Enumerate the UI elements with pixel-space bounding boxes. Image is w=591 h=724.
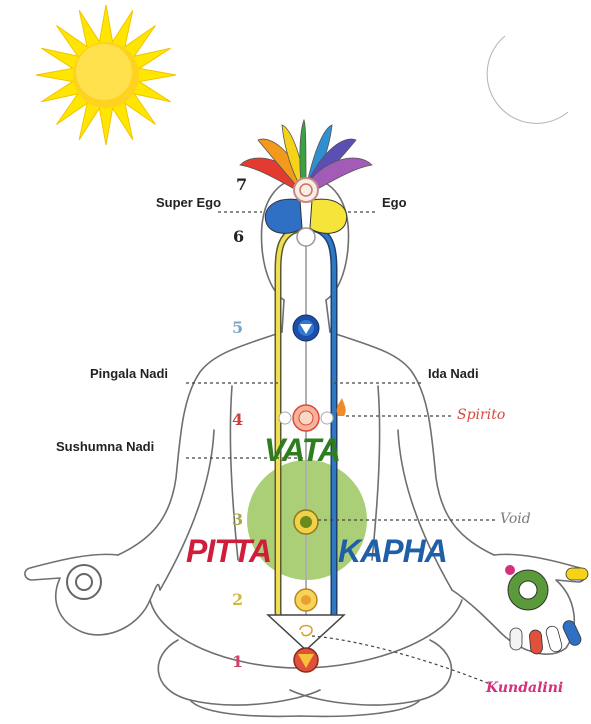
chakra-number-5: 5 [232, 318, 243, 337]
pingala-nadi-label: Pingala Nadi [90, 366, 168, 381]
right-palm-symbol [505, 565, 588, 654]
left-palm-symbol [67, 565, 101, 599]
chakra-number-3: 3 [232, 510, 243, 529]
super-ego-lobe [265, 199, 302, 233]
navel-chakra [294, 510, 318, 534]
ida-nadi-label: Ida Nadi [428, 366, 479, 381]
chakra-number-7: 7 [236, 175, 247, 194]
crown-chakra [294, 178, 318, 202]
swadisthan-chakra [295, 589, 317, 611]
moon-icon [487, 36, 568, 123]
throat-chakra [293, 315, 319, 341]
sacrum-triangle [268, 615, 344, 650]
chakra-number-1: 1 [232, 652, 243, 671]
super-ego-label: Super Ego [156, 195, 221, 210]
chakra-number-6: 6 [233, 227, 244, 246]
chakra-number-4: 4 [232, 410, 243, 429]
spirito-label: Spirito [457, 407, 505, 423]
mooladhara-chakra [294, 648, 318, 672]
chakra-number-2: 2 [232, 590, 243, 609]
ajna-chakra [297, 228, 315, 246]
vata-label: VATA [264, 432, 340, 469]
kapha-label: KAPHA [338, 533, 447, 570]
pitta-label: PITTA [186, 533, 271, 570]
kundalini-label: Kundalini [486, 680, 563, 696]
sushumna-nadi-label: Sushumna Nadi [56, 439, 154, 454]
void-label: Void [500, 511, 531, 527]
ego-lobe [310, 199, 347, 233]
leader-lines [186, 212, 496, 684]
ego-label: Ego [382, 195, 407, 210]
sun-icon [36, 5, 176, 145]
